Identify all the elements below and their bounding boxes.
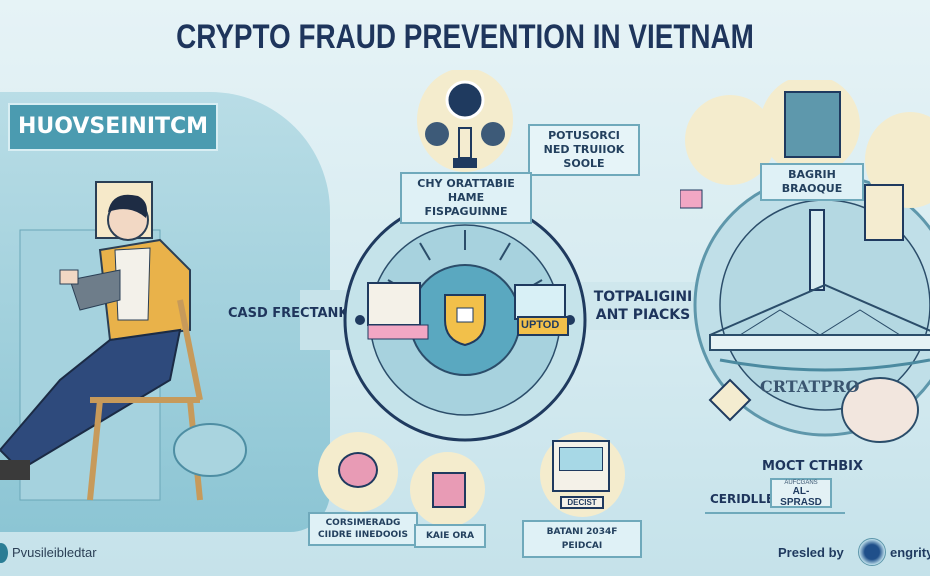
bottom-item-label: CORSIMERADG CIIDRE IINEDOOIS [308, 512, 418, 546]
footer-left-text: Pvusileibledtar [12, 545, 97, 560]
piggy-icon [338, 452, 378, 488]
brand-name: engrity [890, 545, 930, 560]
presented-by: Presled by [778, 545, 844, 560]
right-caption: MOCT CTHBIX [762, 459, 863, 474]
bottom-item-2: KAIE ORA [410, 442, 490, 548]
screen-tag: DECIST [560, 496, 604, 509]
center-right-text: TOTPALIGINI ANT PIACKS [593, 289, 693, 323]
bottom-item-3: DECIST BATANI 2034F PEIDCAI [520, 432, 645, 558]
bridge-cycle-illustration [680, 80, 930, 443]
left-banner: HUOVSEINITCM [8, 103, 218, 151]
brand-logo-icon [858, 538, 886, 566]
person-in-chair-illustration [0, 181, 247, 501]
lock-bag-icon [432, 472, 466, 508]
screen-tag: UPTOD [521, 319, 560, 331]
central-security-hub [343, 198, 587, 442]
bottom-item-label: BATANI 2034F PEIDCAI [522, 520, 642, 558]
computer-icon [552, 440, 610, 492]
right-sub-box-small: AUFCGANS [784, 480, 818, 486]
top-right-label: POTUSORCI NED TRUIIOK SOOLE [528, 124, 640, 176]
divider-line [705, 512, 845, 514]
bottom-item-1: CORSIMERADG CIIDRE IINEDOOIS [308, 432, 420, 547]
page-title: CRYPTO FRAUD PREVENTION IN VIETNAM [176, 18, 754, 56]
center-left-text: CASD FRECTANK [228, 306, 349, 321]
right-top-label: BAGRIH BRAOQUE [760, 163, 864, 201]
right-arc-text: CRTATPRO [760, 377, 860, 396]
right-sub-box: AUFCGANS AL-SPRASD [770, 478, 832, 508]
hub-label: CHY ORATTABIE HAME FISPAGUINNE [400, 172, 532, 224]
footer-logo-icon [0, 543, 8, 563]
right-sub-left: CERIDLLE [710, 492, 775, 506]
right-sub-box-text: AL-SPRASD [780, 486, 822, 508]
bottom-item-label: KAIE ORA [414, 524, 486, 548]
key-lock-icon [417, 70, 513, 172]
